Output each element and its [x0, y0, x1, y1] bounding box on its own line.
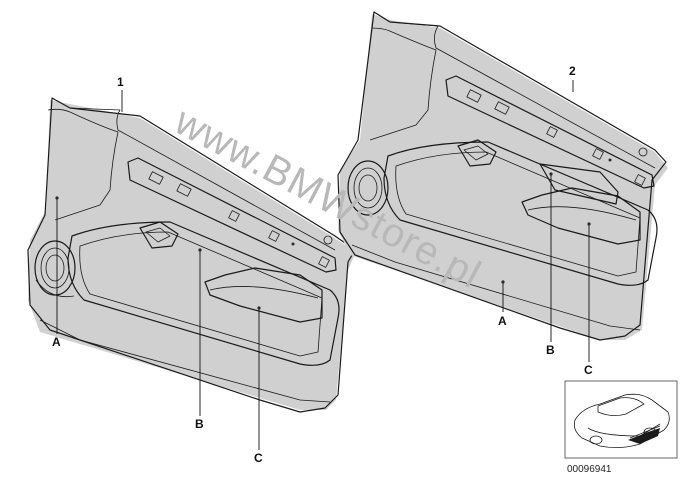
- callout-left-c: C: [254, 451, 263, 465]
- callout-left-b: B: [195, 417, 204, 431]
- callout-left-a: A: [52, 335, 61, 349]
- callout-right-b: B: [546, 343, 555, 357]
- callout-right-a: A: [498, 314, 507, 328]
- vehicle-thumbnail: [564, 380, 678, 459]
- door-panel-2[interactable]: [337, 11, 668, 341]
- callout-right-c: C: [584, 363, 593, 377]
- part-number: 00096941: [567, 464, 612, 475]
- callout-1: 1: [117, 75, 124, 89]
- callout-2: 2: [569, 64, 576, 78]
- door-panel-1[interactable]: [27, 97, 356, 413]
